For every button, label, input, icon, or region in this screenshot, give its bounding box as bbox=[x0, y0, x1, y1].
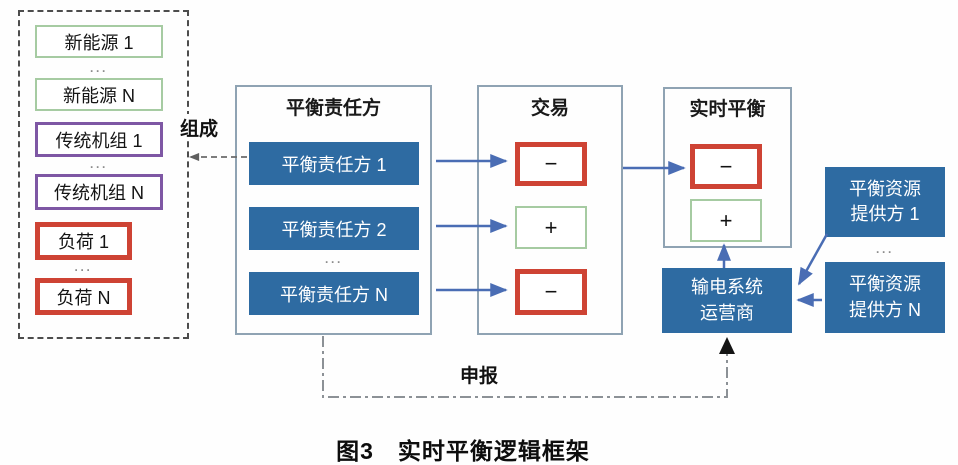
tso-label-line1: 输电系统 bbox=[691, 277, 763, 298]
brp-panel: 平衡责任方 平衡责任方 1 平衡责任方 2 ··· 平衡责任方 N bbox=[235, 85, 432, 335]
node-tso: 输电系统 运营商 bbox=[662, 268, 792, 333]
ellipsis-providers: ··· bbox=[876, 245, 894, 259]
ellipsis-renewable: ··· bbox=[90, 64, 108, 78]
realtime-negative: − bbox=[690, 144, 762, 189]
node-conventional-n: 传统机组 N bbox=[35, 174, 163, 210]
trade-panel-title: 交易 bbox=[530, 98, 569, 119]
node-renewable-1: 新能源 1 bbox=[35, 25, 163, 58]
node-load-n: 负荷 N bbox=[35, 278, 132, 315]
compose-label: 组成 bbox=[178, 114, 221, 141]
node-load-1: 负荷 1 bbox=[35, 222, 132, 260]
figure-caption: 图3 实时平衡逻辑框架 bbox=[336, 438, 590, 464]
provider-1-line2: 提供方 1 bbox=[850, 204, 920, 224]
node-provider-1: 平衡资源 提供方 1 bbox=[825, 167, 945, 237]
trade-panel: 交易 − + − bbox=[477, 85, 623, 335]
brp-panel-title: 平衡责任方 bbox=[285, 98, 381, 119]
node-provider-n: 平衡资源 提供方 N bbox=[825, 262, 945, 333]
trade-negative-1: − bbox=[515, 142, 587, 186]
provider-1-line1: 平衡资源 bbox=[849, 178, 921, 199]
trade-positive: + bbox=[515, 206, 587, 249]
node-renewable-n: 新能源 N bbox=[35, 78, 163, 111]
realtime-panel: 实时平衡 − + bbox=[663, 87, 792, 248]
node-conventional-1: 传统机组 1 bbox=[35, 122, 163, 157]
declare-arrowhead bbox=[719, 337, 735, 354]
ellipsis-conventional: ··· bbox=[90, 160, 108, 174]
realtime-positive: + bbox=[690, 199, 762, 242]
node-brp-n: 平衡责任方 N bbox=[249, 272, 419, 315]
trade-negative-2: − bbox=[515, 269, 587, 315]
declare-label: 申报 bbox=[460, 366, 499, 387]
edge-provider1-tso bbox=[797, 233, 829, 286]
tso-label-line2: 运营商 bbox=[700, 302, 754, 323]
ellipsis-brp: ··· bbox=[325, 255, 343, 269]
node-brp-2: 平衡责任方 2 bbox=[249, 207, 419, 250]
edge-declare-dashdot bbox=[322, 336, 728, 398]
provider-n-line1: 平衡资源 bbox=[849, 274, 921, 295]
provider-n-line2: 提供方 N bbox=[849, 299, 921, 320]
realtime-panel-title: 实时平衡 bbox=[689, 99, 766, 120]
ellipsis-load: ··· bbox=[74, 263, 93, 277]
node-brp-1: 平衡责任方 1 bbox=[249, 142, 419, 185]
composition-group: 新能源 1 ··· 新能源 N 传统机组 1 ··· 传统机组 N 负荷 1 ·… bbox=[18, 10, 189, 339]
